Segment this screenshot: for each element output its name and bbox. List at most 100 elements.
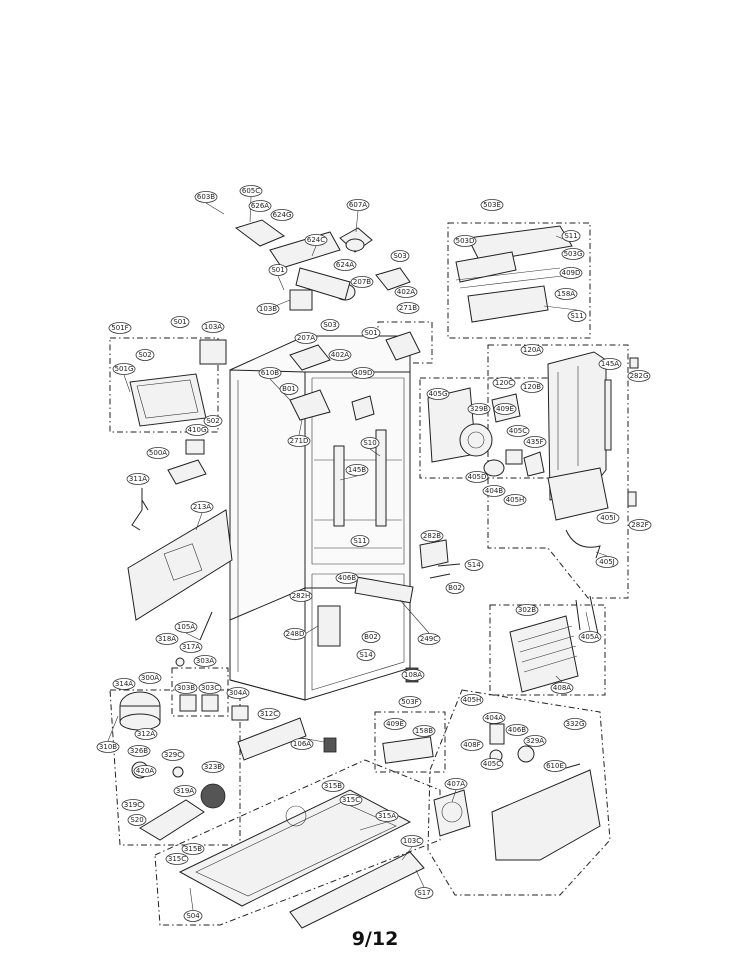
part-label-bubble [289,590,313,602]
part-label-text: 420A [136,767,154,775]
part-label-text: 120C [495,379,513,387]
part-label: S14 [356,649,376,661]
part-label-text: 315B [184,845,202,853]
part-label-text: 249C [420,635,438,643]
part-label-text: 300A [141,674,159,682]
part-label-text: 503E [483,201,501,209]
part-label: S14 [464,559,484,571]
page-number: 9/12 [351,928,399,950]
part-label: B01 [279,383,299,395]
part-label: 409D [559,267,583,279]
part-label-bubble [401,669,425,681]
part-label: 315C [339,794,363,806]
part-label-bubble [567,310,587,322]
part-label-bubble [174,682,198,694]
screw-part [429,573,451,579]
part-label: 405I [596,512,620,524]
ice-maker-assembly-group-outline [447,222,591,339]
part-label-text: 213A [193,503,211,511]
part-label-text: 607A [349,201,367,209]
ice-maker-part [455,225,573,323]
part-label-bubble [345,464,369,476]
part-label-bubble [417,633,441,645]
part-label-text: 329C [164,751,182,759]
part-label-bubble [400,835,424,847]
part-label-bubble [320,319,340,331]
part-label: S02 [203,415,223,427]
part-label-text: 303C [201,684,219,692]
part-label: 282F [628,519,652,531]
part-label: 405H [460,694,484,706]
part-label-bubble [179,641,203,653]
part-label-text: 315B [324,782,342,790]
part-label-bubble [467,403,491,415]
part-label-bubble [203,415,223,427]
part-label-text: 610B [261,369,279,377]
part-label: 312C [257,708,281,720]
part-label-bubble [257,708,281,720]
part-label: 501G [112,363,136,375]
part-label-text: S11 [570,312,583,320]
part-label-bubble [339,794,363,806]
part-label-bubble [543,760,567,772]
grommet-part [175,657,185,667]
part-label: 605C [239,185,263,197]
fan-bracket-part [382,736,434,764]
part-label: 626A [248,200,272,212]
part-label-bubble [414,887,434,899]
machine-cover-group-outline [427,689,611,896]
part-label-text: 312C [260,710,278,718]
part-label-bubble [550,682,574,694]
part-label: 408A [550,682,574,694]
part-label-text: 323B [204,763,222,771]
duct-part [375,429,387,527]
part-label: S01 [268,264,288,276]
part-label-text: 409D [562,269,581,277]
part-label-text: 626A [251,202,269,210]
part-label: S11 [350,535,370,547]
leveling-leg-part [323,667,419,753]
tube-part [199,611,213,641]
part-label-text: 319C [124,801,142,809]
part-label-bubble [394,286,418,298]
grommet-part [172,766,184,778]
part-label-bubble [520,381,544,393]
part-label-bubble [161,749,185,761]
part-label-text: 405H [506,496,525,504]
part-label: 319C [121,799,145,811]
part-label: 315B [321,780,345,792]
part-label-text: 405I [600,514,615,522]
part-label-bubble [108,322,132,334]
part-label: 409E [493,403,517,415]
part-label-text: 318A [158,635,176,643]
part-label-text: S02 [206,417,219,425]
part-label-text: 409E [386,720,404,728]
freezer-fan-part [427,387,545,477]
part-label-bubble [190,501,214,513]
duct-part [333,445,345,527]
base-plate-part [178,789,412,907]
part-label: S11 [567,310,587,322]
part-label-bubble [444,778,468,790]
part-label: 329C [161,749,185,761]
hinge-cover-part [289,289,313,311]
duct-part [354,576,414,604]
part-label-text: 624C [307,236,325,244]
part-label-bubble [185,424,209,436]
part-label: 317A [179,641,203,653]
part-label-text: 105A [177,623,195,631]
part-label-text: 332G [566,720,585,728]
bracket-part [289,344,331,371]
part-label-bubble [226,687,250,699]
back-panel-part [127,509,233,621]
part-label-text: 503G [564,250,583,258]
part-label-text: 103C [403,837,421,845]
part-label: 603B [194,191,218,203]
part-label-text: S03 [323,321,336,329]
part-label-text: 315A [378,812,396,820]
part-label-text: 503D [456,237,475,245]
part-label-text: S11 [564,232,577,240]
part-label: S03 [320,319,340,331]
part-label-bubble [283,628,307,640]
part-label-text: 326B [130,747,148,755]
